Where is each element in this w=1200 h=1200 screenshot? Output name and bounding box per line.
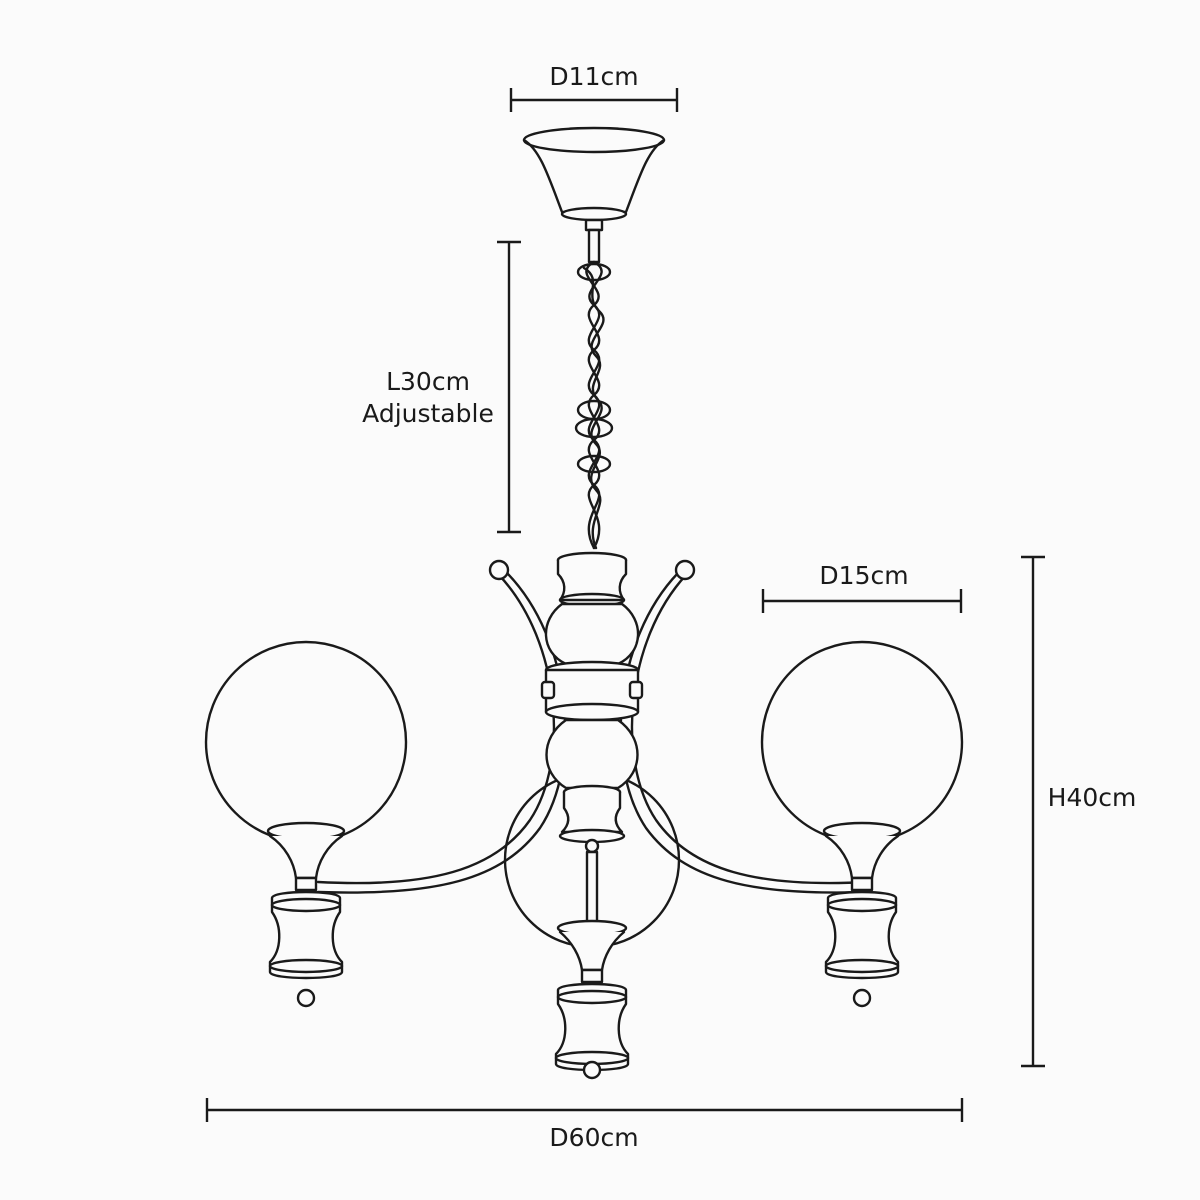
center-shade-holder: [554, 919, 630, 1080]
ceiling-canopy: [522, 126, 666, 264]
twisted-chain: [574, 260, 614, 550]
shade-diameter-label: D15cm: [819, 561, 908, 590]
canopy-dimension: D11cm: [509, 62, 679, 112]
chain-adjustable-label: Adjustable: [362, 399, 494, 428]
chain-dimension: L30cm Adjustable: [362, 240, 521, 534]
right-shade: [760, 640, 964, 1008]
central-column: [540, 551, 644, 934]
height-label: H40cm: [1048, 783, 1137, 812]
overall-diameter-label: D60cm: [549, 1123, 638, 1152]
overall-diameter-dimension: D60cm: [205, 1098, 964, 1152]
chain-length-label: L30cm: [386, 367, 470, 396]
height-dimension: H40cm: [1021, 555, 1137, 1068]
canopy-diameter-label: D11cm: [549, 62, 638, 91]
shade-dimension: D15cm: [761, 561, 963, 613]
left-shade: [204, 640, 408, 1008]
